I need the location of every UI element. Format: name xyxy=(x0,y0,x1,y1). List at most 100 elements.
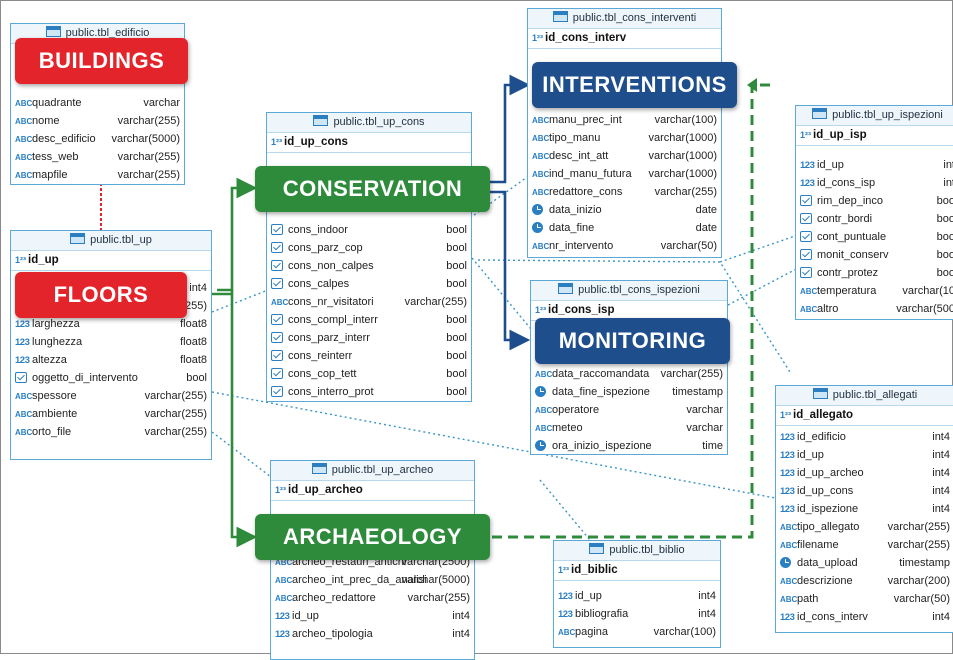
column-type: bool xyxy=(446,278,467,290)
number-type-icon: 123 xyxy=(275,629,290,640)
column-type: boo xyxy=(936,195,953,207)
column-name: rim_dep_inco xyxy=(817,195,884,207)
key-icon: 1²³ xyxy=(558,565,569,575)
boolean-type-icon xyxy=(271,386,283,397)
table-title: public.tbl_allegati xyxy=(832,389,918,401)
column-name: cont_puntuale xyxy=(817,231,887,243)
column-row[interactable]: contr_protezboo xyxy=(796,264,953,282)
key-icon: 1²³ xyxy=(780,410,791,420)
column-row[interactable]: contr_bordiboo xyxy=(796,210,953,228)
number-type-icon: 123 xyxy=(780,504,795,515)
column-type: date xyxy=(695,204,717,216)
number-type-icon: 123 xyxy=(780,486,795,497)
text-type-icon: ABC xyxy=(275,594,293,603)
key-icon: 1²³ xyxy=(535,305,546,315)
column-row[interactable]: monit_conservboo xyxy=(796,246,953,264)
column-type: float8 xyxy=(180,318,207,330)
column-row[interactable]: rim_dep_inco boo xyxy=(796,192,953,210)
column-name: tipo_allegato xyxy=(797,521,860,533)
column-name: ambiente xyxy=(32,408,78,420)
table-header: public.tbl_up_archeo xyxy=(271,461,474,481)
column-type: varchar(255) xyxy=(117,169,180,181)
column-type: varchar(10 xyxy=(902,285,953,297)
column-type: varchar(100) xyxy=(654,114,717,126)
text-type-icon: ABC xyxy=(15,410,33,419)
column-name: monit_conserv xyxy=(817,249,889,261)
label-interventions: INTERVENTIONS xyxy=(532,62,737,108)
column-row[interactable]: cont_puntualeboo xyxy=(796,228,953,246)
column-type: varchar(1000) xyxy=(648,150,717,162)
text-type-icon: ABC xyxy=(780,595,798,604)
column-name: archeo_redattore xyxy=(292,592,376,604)
table-header: public.tbl_cons_ispezioni xyxy=(531,281,727,301)
label-monitoring: MONITORING xyxy=(535,318,730,364)
